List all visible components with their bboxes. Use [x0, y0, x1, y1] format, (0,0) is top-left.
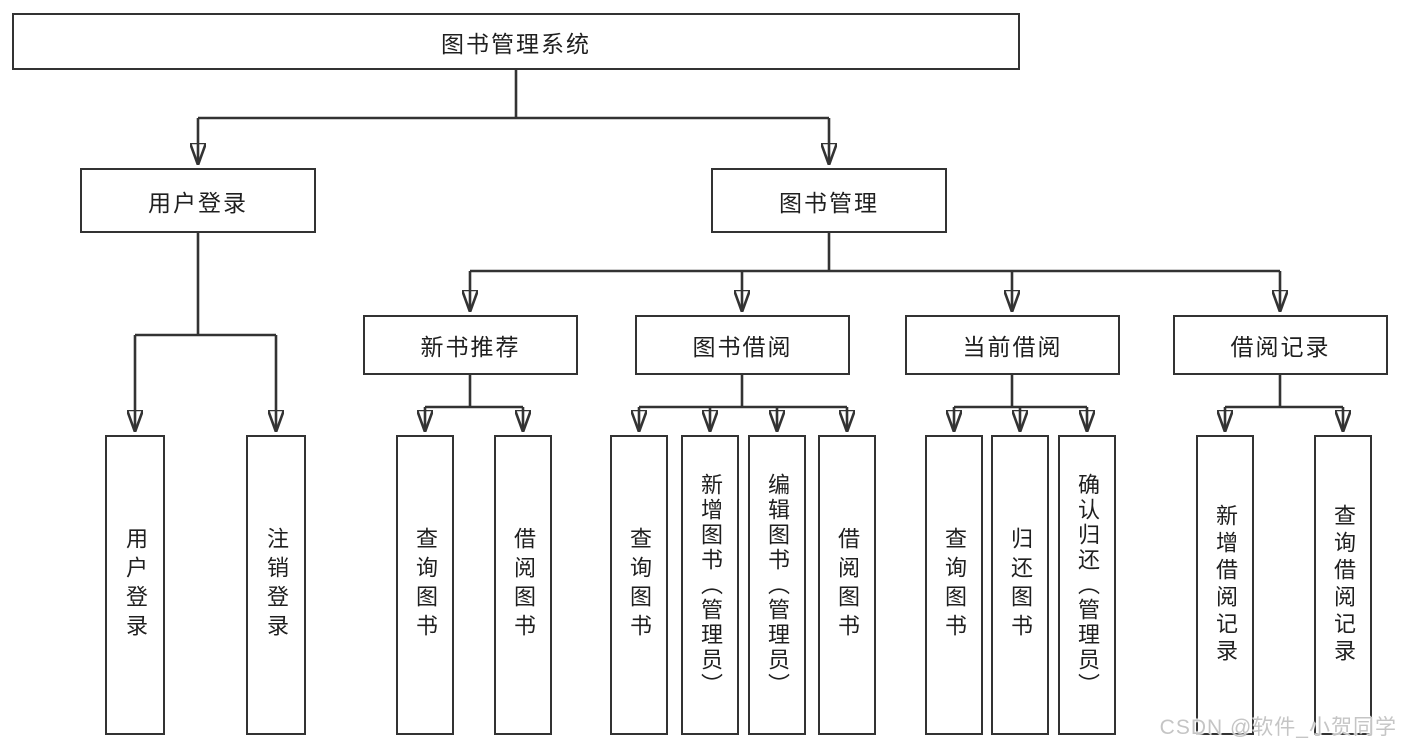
leaf-nbr-query-book: 查询图书 — [396, 435, 454, 735]
leaf-br-query-record: 查询借阅记录 — [1314, 435, 1372, 735]
leaf-bb-add-book-admin: 新增图书（管理员） — [681, 435, 739, 735]
leaf-bb-edit-book-admin: 编辑图书（管理员） — [748, 435, 806, 735]
leaf-cb-return-book: 归还图书 — [991, 435, 1049, 735]
node-book-management: 图书管理 — [711, 168, 947, 233]
leaf-user-login: 用户登录 — [105, 435, 165, 735]
node-new-book-recommend: 新书推荐 — [363, 315, 578, 375]
node-root-system: 图书管理系统 — [12, 13, 1020, 70]
leaf-cb-query-book: 查询图书 — [925, 435, 983, 735]
node-user-login: 用户登录 — [80, 168, 316, 233]
leaf-logout: 注销登录 — [246, 435, 306, 735]
node-book-borrow: 图书借阅 — [635, 315, 850, 375]
leaf-br-add-record: 新增借阅记录 — [1196, 435, 1254, 735]
node-current-borrow: 当前借阅 — [905, 315, 1120, 375]
leaf-bb-borrow-book: 借阅图书 — [818, 435, 876, 735]
node-borrow-records: 借阅记录 — [1173, 315, 1388, 375]
leaf-bb-query-book: 查询图书 — [610, 435, 668, 735]
leaf-cb-confirm-return-admin: 确认归还（管理员） — [1058, 435, 1116, 735]
leaf-nbr-borrow-book: 借阅图书 — [494, 435, 552, 735]
csdn-watermark: CSDN @软件_小贺同学 — [1159, 716, 1397, 739]
